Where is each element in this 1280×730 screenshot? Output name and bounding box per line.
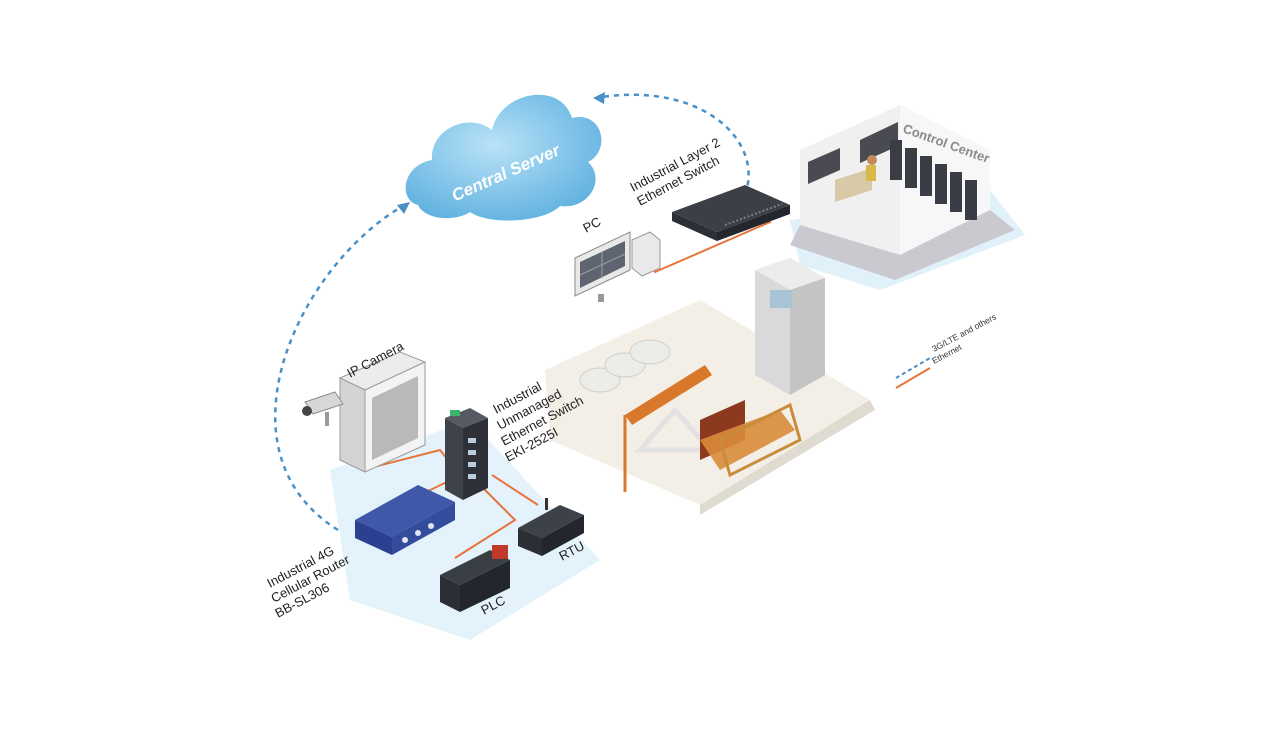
cellular-router[interactable] [355,485,455,555]
ip-camera-cabinet[interactable] [338,351,427,473]
arrow-icon [593,92,605,104]
legend-label-cellular: 3G/LTE and others [930,312,998,354]
oil-field-site [545,258,875,515]
ip-camera-icon[interactable] [302,391,344,426]
pump-jack-icon [623,365,795,492]
pc-workstation[interactable] [574,231,661,302]
drilling-tower-icon [755,258,825,395]
rtu-device[interactable] [518,498,584,556]
legend: 3G/LTE and others Ethernet [895,312,998,389]
zone-tint-field [330,420,600,640]
legend-swatch-ethernet [895,367,931,389]
storage-tank-icon [579,339,671,393]
ethernet-link-switch-rtu [491,474,539,506]
arrow-icon [397,202,410,214]
unmanaged-switch[interactable] [445,408,488,500]
control-center[interactable]: Control Center [790,105,1015,280]
cellular-links [273,92,750,532]
layer2-switch[interactable] [672,185,790,241]
ethernet-link-switch-plc [454,484,517,559]
pc-label: PC [580,214,603,236]
cellular-link-switch-cloud [595,93,750,196]
central-server-cloud[interactable]: Central Server [405,94,602,221]
legend-swatch-cellular [895,357,931,379]
fence [718,402,802,478]
plc-device[interactable] [440,545,510,612]
